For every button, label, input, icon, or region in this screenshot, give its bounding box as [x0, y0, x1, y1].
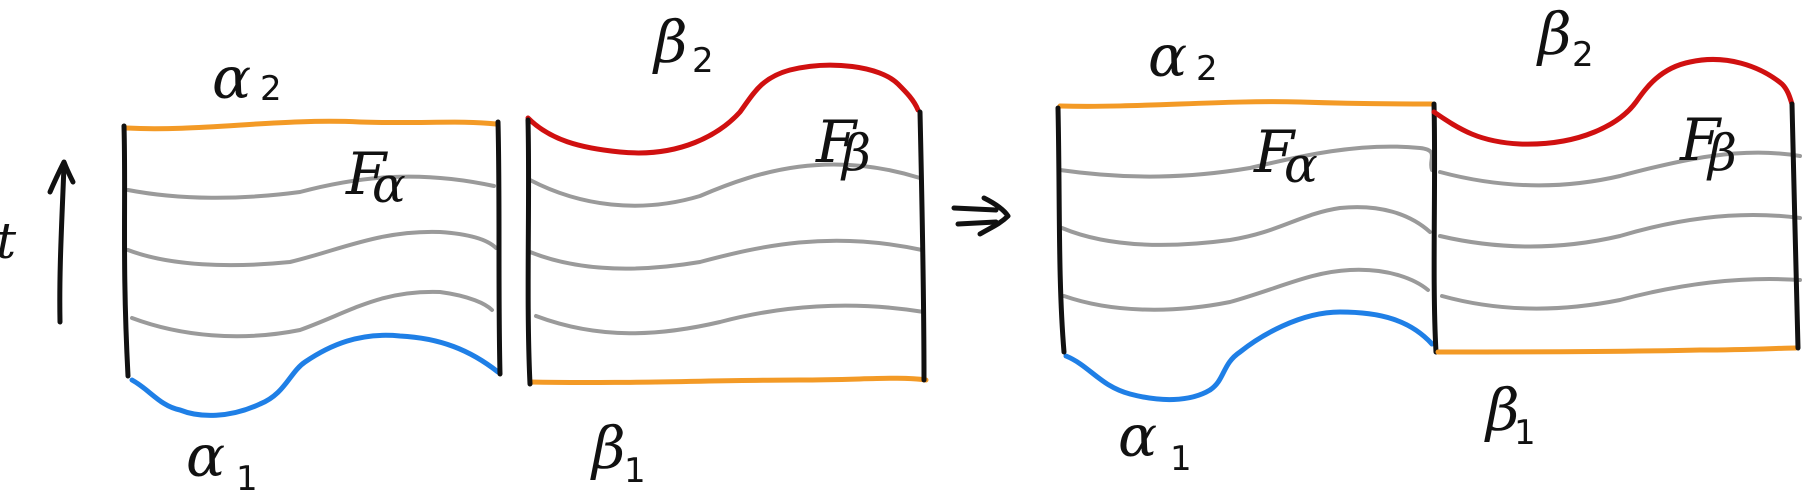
f-alpha-label: F	[345, 140, 388, 208]
gluing-edge	[525, 117, 533, 387]
beta-1-boundary	[527, 375, 929, 386]
beta-2-boundary	[1431, 57, 1795, 147]
beta-1-label: β	[1484, 376, 1520, 444]
beta-1-subscript: 1	[1514, 413, 1536, 453]
beta-2-subscript: 2	[692, 41, 714, 81]
level-curve	[534, 303, 926, 336]
f-beta-label: F	[815, 108, 858, 176]
level-curve	[1440, 277, 1802, 311]
right-edge	[1789, 101, 1801, 351]
beta-2-boundary	[525, 62, 921, 156]
beta-1-boundary	[1435, 345, 1799, 355]
level-curve	[1058, 144, 1434, 179]
implies-arrow-icon	[951, 195, 1011, 237]
level-curve	[130, 289, 494, 339]
f-alpha-label: F	[1253, 118, 1296, 186]
alpha-2-subscript: 2	[260, 69, 282, 109]
level-curve	[528, 162, 922, 208]
beta-1-subscript: 1	[624, 451, 646, 491]
alpha-2-boundary	[123, 118, 499, 132]
level-curve	[528, 238, 924, 271]
beta-2-subscript: 2	[1572, 35, 1594, 75]
gluing-edge	[495, 119, 503, 377]
left-panel-f-beta: β 2 β 1 F β	[525, 8, 929, 491]
beta-2-label: β	[652, 8, 688, 76]
beta-1-label: β	[590, 414, 626, 482]
f-beta-subscript: β	[1706, 124, 1737, 182]
alpha-1-subscript: 1	[236, 459, 258, 499]
alpha-2-label: α	[212, 44, 251, 112]
right-panel-f-beta: β 2 β 1 F β	[1431, 0, 1802, 453]
level-curve	[1062, 267, 1430, 312]
up-arrow-icon	[47, 159, 76, 325]
beta-2-label: β	[1536, 0, 1572, 68]
alpha-1-subscript: 1	[1170, 439, 1192, 479]
left-panel-f-alpha: α 2 α 1 F α	[121, 44, 503, 499]
alpha-1-boundary	[129, 332, 501, 418]
alpha-2-subscript: 2	[1196, 49, 1218, 89]
alpha-2-boundary	[1057, 99, 1435, 109]
time-axis: t	[0, 159, 76, 325]
level-curve	[126, 174, 496, 200]
alpha-1-label: α	[186, 422, 225, 490]
right-panel-f-alpha: α 2 α 1 F α	[1055, 22, 1439, 479]
alpha-1-label: α	[1118, 402, 1157, 470]
alpha-1-boundary	[1063, 309, 1435, 403]
right-edge	[917, 109, 927, 383]
f-beta-label: F	[1679, 106, 1722, 174]
left-edge	[1055, 105, 1067, 355]
glued-edge	[1431, 101, 1439, 355]
f-alpha-subscript: α	[372, 156, 406, 214]
level-curve	[126, 229, 498, 268]
level-curve	[1438, 150, 1802, 188]
level-curve	[1438, 212, 1802, 249]
f-alpha-subscript: α	[1284, 136, 1318, 194]
time-label: t	[0, 212, 17, 270]
level-curve	[1060, 205, 1432, 247]
alpha-2-label: α	[1148, 22, 1187, 90]
left-edge	[121, 123, 131, 379]
f-beta-subscript: β	[840, 124, 871, 182]
